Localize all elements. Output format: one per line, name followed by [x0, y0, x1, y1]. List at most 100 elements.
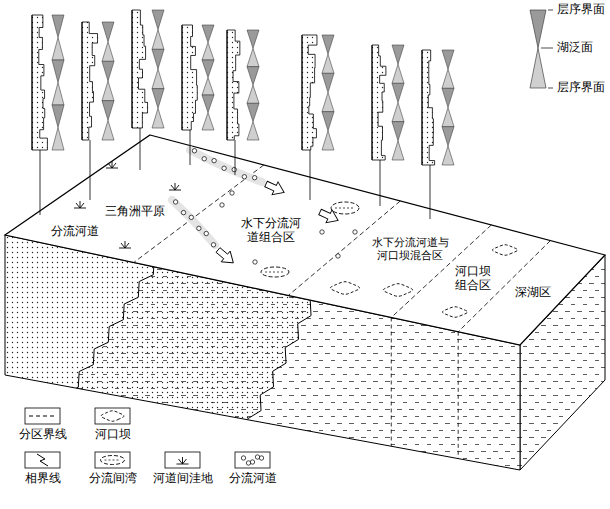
column-base — [182, 25, 183, 130]
mouth-bar — [492, 245, 517, 256]
channel-pebble — [192, 149, 196, 153]
grain-size-column — [32, 15, 47, 150]
legend-label: 相界线 — [24, 472, 62, 486]
legend-sample-box — [25, 408, 60, 424]
cycle-triangle — [442, 127, 454, 146]
cycle-triangle — [442, 69, 454, 88]
cycle-triangle — [202, 25, 214, 43]
cycle-triangle — [392, 141, 404, 160]
grain-size-column — [302, 35, 317, 150]
legend-anchor: 分流河道 — [228, 472, 278, 486]
leader-line — [140, 128, 141, 170]
channel-pebble — [230, 191, 234, 195]
legend-triangle — [530, 10, 546, 48]
column-base — [132, 10, 133, 128]
facies-line-sample — [37, 454, 48, 466]
legend-label: 河道间洼地 — [152, 472, 214, 486]
cycle-triangle — [392, 64, 404, 83]
cycle-triangle — [52, 60, 64, 83]
distributary-channel — [190, 150, 262, 182]
flow-arrow — [317, 206, 341, 227]
cycle-triangle — [202, 60, 214, 78]
grain-size-column — [227, 30, 240, 140]
zone-line — [391, 318, 392, 447]
channel-pebble — [241, 456, 245, 460]
cycle-triangle — [247, 103, 259, 121]
cycle-triangle — [392, 122, 404, 141]
leader-line — [235, 140, 236, 175]
interdistributary-bay — [331, 202, 359, 214]
cycle-triangle — [442, 50, 454, 69]
marsh-sample — [177, 457, 189, 464]
leader-line — [90, 140, 91, 200]
channel-pebble — [242, 175, 246, 179]
cycle-triangle — [322, 35, 334, 54]
cycle-triangle — [152, 89, 164, 109]
cycle-triangle — [392, 103, 404, 122]
leader-line — [430, 165, 431, 219]
mouth-bar — [442, 307, 467, 318]
cycle-triangle — [52, 83, 64, 106]
cycle-triangle — [52, 15, 64, 38]
legend-triangle — [530, 48, 546, 88]
label-anchor: 水下分流河道组合区 — [239, 217, 303, 245]
bay-sample — [101, 456, 125, 465]
channel-pebble — [204, 231, 208, 235]
grain-size-column — [422, 50, 435, 165]
column-base — [32, 15, 33, 150]
cycle-triangle — [442, 88, 454, 107]
bay-fill — [335, 208, 355, 209]
legend-anchor: 层序界面 — [556, 81, 606, 95]
channel-pebble — [173, 200, 177, 204]
zone-label: 水下分流河道与河口坝混合区 — [369, 237, 451, 262]
bay-fill — [105, 460, 121, 461]
column-base — [82, 22, 83, 140]
cycle-triangle — [52, 105, 64, 128]
marsh-symbol — [119, 241, 131, 248]
cycle-triangle — [52, 38, 64, 61]
distributary-channel — [172, 200, 215, 245]
marsh-symbol — [169, 183, 181, 190]
facies-line — [220, 290, 320, 480]
top-face — [5, 135, 605, 345]
mouth-bar — [383, 284, 412, 297]
channel-pebble — [253, 260, 257, 264]
cycle-triangle — [322, 54, 334, 73]
cycle-triangle — [102, 61, 114, 81]
grain-size-column — [132, 10, 148, 128]
legend-label: 分流河道 — [228, 472, 278, 486]
column-base — [372, 45, 373, 160]
label-anchor: 深湖区 — [514, 286, 552, 300]
column-base — [302, 35, 303, 150]
cycle-triangle — [152, 69, 164, 89]
legend-sample-box — [235, 452, 270, 468]
cycle-triangle — [152, 30, 164, 50]
label-anchor: 三角洲平原 — [104, 205, 166, 219]
cycle-triangle — [202, 43, 214, 61]
mouth-bar-sample — [101, 411, 124, 422]
cycle-triangle — [202, 78, 214, 96]
leader-line — [190, 130, 191, 165]
legend-label: 湖泛面 — [556, 41, 594, 55]
flow-arrow — [263, 178, 287, 199]
cycle-triangle — [322, 112, 334, 131]
legend-leader — [548, 10, 553, 11]
cycle-triangle — [102, 81, 114, 101]
cycle-triangle — [247, 122, 259, 140]
legend-anchor: 河道间洼地 — [152, 472, 214, 486]
legend-sample-box — [25, 452, 60, 468]
column-base — [227, 30, 228, 140]
zone-line — [458, 332, 459, 459]
cycle-triangle — [322, 93, 334, 112]
channel-pebble — [212, 158, 216, 162]
channel-pebble — [246, 461, 250, 465]
channel-pebble — [336, 254, 340, 258]
cycle-triangle — [247, 67, 259, 85]
channel-pebble — [181, 210, 185, 214]
cycle-triangle — [102, 101, 114, 121]
cycle-triangle — [102, 120, 114, 140]
channel-pebble — [320, 230, 324, 234]
cycle-triangle — [152, 10, 164, 30]
cycle-triangle — [102, 42, 114, 62]
